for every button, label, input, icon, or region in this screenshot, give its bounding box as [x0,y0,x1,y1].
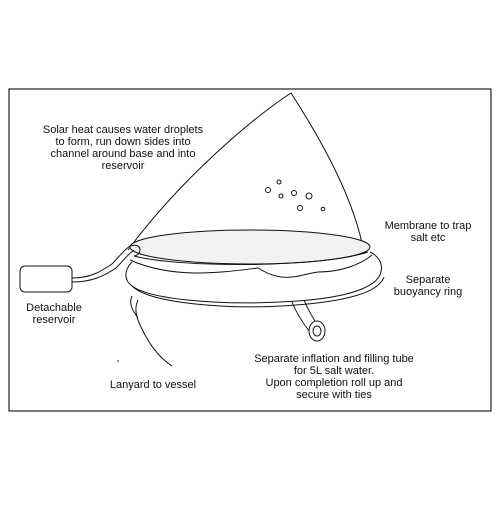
ring-left-curve [125,261,133,283]
droplet [305,192,313,200]
label-reservoir: Detachable reservoir [26,302,82,326]
skirt-edge [129,254,373,278]
hose-loop [129,244,141,257]
lanyard-dot [117,360,119,362]
membrane-disc [129,229,371,265]
water-droplets [265,179,326,212]
label-solar-heat: Solar heat causes water droplets to form… [42,124,204,172]
buoyancy-ring-inner [131,276,385,308]
droplet [320,206,326,212]
lanyard-knot [130,295,139,319]
lanyard-line [135,299,173,367]
label-membrane: Membrane to trap salt etc [384,220,472,244]
reservoir-hose-b [71,249,135,283]
channel-line [133,251,369,266]
label-lanyard: Lanyard to vessel [109,379,197,391]
droplet [291,190,297,196]
cone-dome [127,92,363,251]
droplet [276,179,282,185]
droplet [297,205,303,211]
label-buoyancy-ring: Separate buoyancy ring [393,274,463,298]
buoyancy-ring-outer [127,251,382,304]
inflation-tube-top [291,301,311,333]
droplet [265,187,271,193]
tube-end-outer [308,320,326,342]
border-frame [8,88,492,412]
reservoir-box [19,265,73,293]
label-inflation-tube: Separate inflation and filling tube for … [254,353,414,401]
droplet [278,193,284,199]
reservoir-hose-a [71,245,131,279]
tube-end-inner [312,325,322,337]
